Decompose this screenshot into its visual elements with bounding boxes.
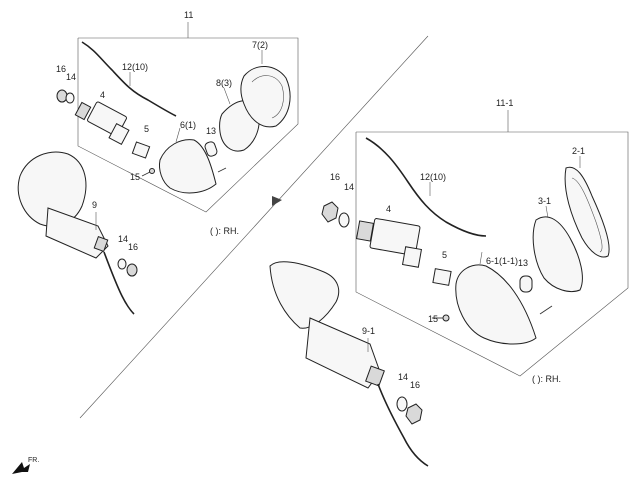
right-label-5: 5 xyxy=(442,250,447,260)
left-label-16: 16 xyxy=(56,64,66,74)
right-nut-16 xyxy=(321,201,339,223)
right-nut-16-lower xyxy=(405,403,423,425)
right-bulb-13 xyxy=(519,275,533,293)
right-label-16: 16 xyxy=(330,172,340,182)
left-note: ( ): RH. xyxy=(210,226,239,236)
right-label-9-1: 9-1 xyxy=(362,326,375,336)
left-housing-6 xyxy=(159,139,217,194)
left-label-15: 15 xyxy=(130,172,140,182)
right-label-2-1: 2-1 xyxy=(572,146,585,156)
left-label-6: 6(1) xyxy=(180,120,196,130)
left-nut-16-lower xyxy=(126,263,138,277)
right-label-14-lower: 14 xyxy=(398,372,408,382)
right-label-15: 15 xyxy=(428,314,438,324)
right-label-12: 12(10) xyxy=(420,172,446,182)
right-shell xyxy=(269,261,340,329)
left-socket-4 xyxy=(74,101,130,146)
front-arrow-icon xyxy=(12,462,30,474)
left-lens-7 xyxy=(240,66,291,128)
left-assembly-frame xyxy=(77,37,299,213)
right-label-13: 13 xyxy=(518,258,528,268)
right-label-14: 14 xyxy=(344,182,354,192)
left-label-9: 9 xyxy=(92,200,97,210)
right-assembly: 11-1 12(10) 16 14 4 5 15 6-1(1-1) 13 xyxy=(269,98,629,467)
right-socket-4 xyxy=(355,218,423,268)
right-screw-15 xyxy=(442,314,450,322)
left-screw-15 xyxy=(149,168,155,174)
right-note: ( ): RH. xyxy=(532,374,561,384)
left-label-14: 14 xyxy=(66,72,76,82)
right-label-4: 4 xyxy=(386,204,391,214)
left-shell xyxy=(17,151,87,227)
front-direction-marker: FR. xyxy=(12,457,39,474)
left-label-7: 7(2) xyxy=(252,40,268,50)
right-washer-14 xyxy=(338,212,350,228)
right-lens-2-1 xyxy=(564,166,610,258)
left-bulb-13 xyxy=(204,141,218,157)
right-label-16-lower: 16 xyxy=(410,380,420,390)
left-washer-14 xyxy=(65,92,75,104)
left-label-5: 5 xyxy=(144,124,149,134)
right-housing-6-1 xyxy=(455,264,537,345)
left-wire-12 xyxy=(81,41,177,117)
left-label-8: 8(3) xyxy=(216,78,232,88)
left-label-13: 13 xyxy=(206,126,216,136)
right-washer-14-lower xyxy=(396,396,408,412)
right-wire-12 xyxy=(365,137,487,237)
right-holder-5 xyxy=(432,268,452,286)
left-nut-16 xyxy=(56,89,68,103)
left-label-16-lower: 16 xyxy=(128,242,138,252)
front-label: FR. xyxy=(28,457,39,464)
left-assembly-ref: 11 xyxy=(184,10,193,20)
left-washer-14-lower xyxy=(117,258,127,270)
right-label-6-1: 6-1(1-1) xyxy=(486,256,518,266)
left-label-12: 12(10) xyxy=(122,62,148,72)
right-label-3-1: 3-1 xyxy=(538,196,551,206)
right-assembly-ref: 11-1 xyxy=(496,98,513,108)
left-holder-5 xyxy=(131,141,151,159)
right-assembly-frame xyxy=(355,131,629,377)
left-label-14-lower: 14 xyxy=(118,234,128,244)
assembly-arrow xyxy=(272,196,282,206)
left-assembly: 11 12(10) 16 14 4 5 15 6(1) 13 xyxy=(17,10,299,315)
left-label-4: 4 xyxy=(100,90,105,100)
right-gasket-3-1 xyxy=(532,216,583,292)
left-stem-9 xyxy=(45,207,109,259)
divider-line xyxy=(79,35,429,419)
